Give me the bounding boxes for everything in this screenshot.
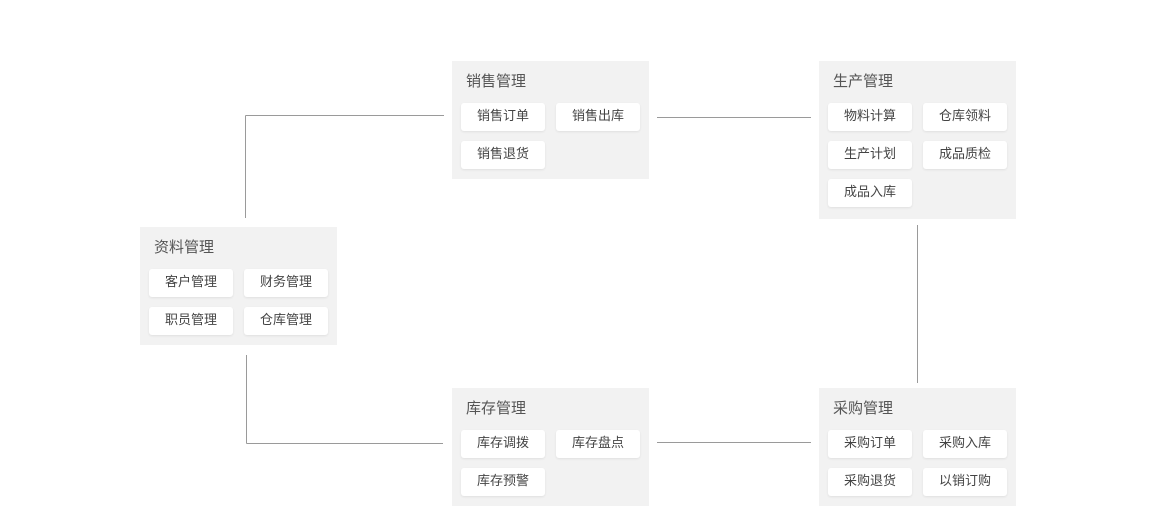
item-kehu-guanli[interactable]: 客户管理	[149, 269, 233, 297]
item-cangku-lingliao[interactable]: 仓库领料	[923, 103, 1007, 131]
item-xiaoshou-tuihuo[interactable]: 销售退货	[461, 141, 545, 169]
module-title: 销售管理	[466, 72, 527, 90]
item-shengchan-jihua[interactable]: 生产计划	[828, 141, 912, 169]
item-kucun-yujing[interactable]: 库存预警	[461, 468, 545, 496]
item-chengpin-zhijian[interactable]: 成品质检	[923, 141, 1007, 169]
item-xiaoshou-dingdan[interactable]: 销售订单	[461, 103, 545, 131]
item-xiaoshou-chuku[interactable]: 销售出库	[556, 103, 640, 131]
module-ziliao-guanli: 资料管理 客户管理 财务管理 职员管理 仓库管理	[140, 227, 337, 345]
module-caigou-guanli: 采购管理 采购订单 采购入库 采购退货 以销订购	[819, 388, 1016, 506]
item-kucun-pandian[interactable]: 库存盘点	[556, 430, 640, 458]
item-caigou-dingdan[interactable]: 采购订单	[828, 430, 912, 458]
item-caigou-tuihuo[interactable]: 采购退货	[828, 468, 912, 496]
module-title: 资料管理	[154, 238, 215, 256]
item-wuliao-jisuan[interactable]: 物料计算	[828, 103, 912, 131]
module-title: 生产管理	[833, 72, 894, 90]
item-cangku-guanli[interactable]: 仓库管理	[244, 307, 328, 335]
module-title: 采购管理	[833, 399, 894, 417]
item-chengpin-ruku[interactable]: 成品入库	[828, 179, 912, 207]
item-yixiao-dinggou[interactable]: 以销订购	[923, 468, 1007, 496]
item-zhiyuan-guanli[interactable]: 职员管理	[149, 307, 233, 335]
item-kucun-diaobo[interactable]: 库存调拨	[461, 430, 545, 458]
item-caigou-ruku[interactable]: 采购入库	[923, 430, 1007, 458]
module-title: 库存管理	[466, 399, 527, 417]
module-xiaoshou-guanli: 销售管理 销售订单 销售出库 销售退货	[452, 61, 649, 179]
module-shengchan-guanli: 生产管理 物料计算 仓库领料 生产计划 成品质检 成品入库	[819, 61, 1016, 219]
module-kucun-guanli: 库存管理 库存调拨 库存盘点 库存预警	[452, 388, 649, 506]
item-caiwu-guanli[interactable]: 财务管理	[244, 269, 328, 297]
